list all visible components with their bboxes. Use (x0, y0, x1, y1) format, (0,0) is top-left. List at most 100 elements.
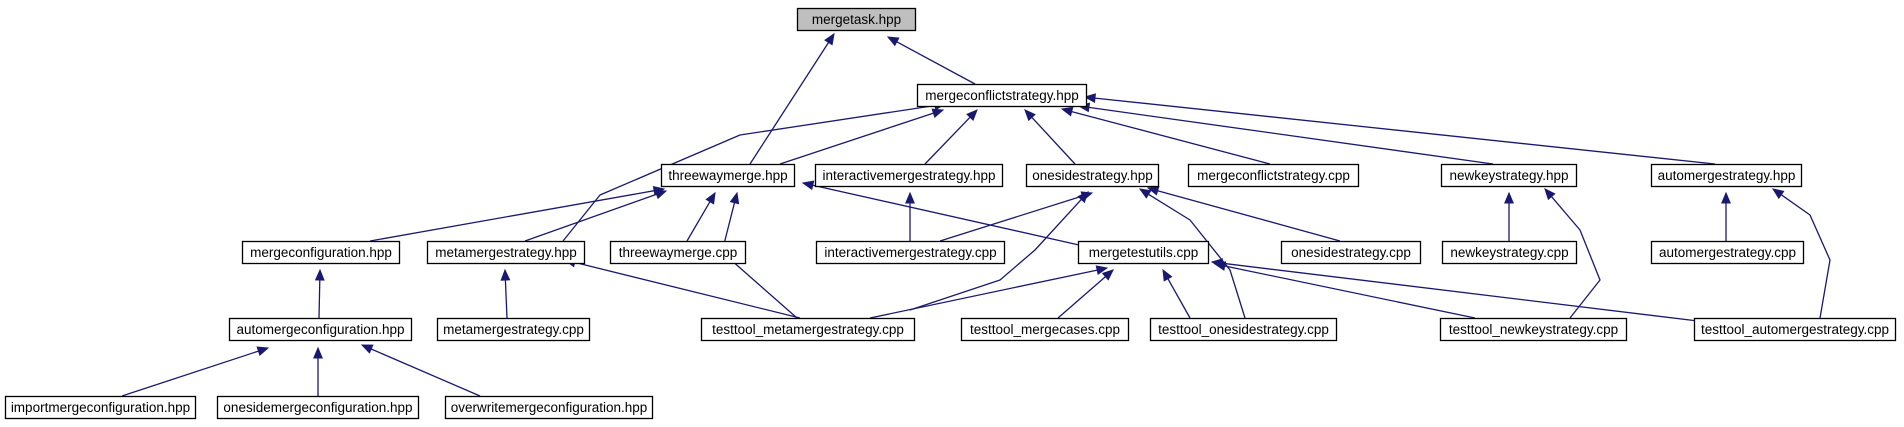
dependency-edge-n24-to-n16 (313, 346, 323, 396)
node-box (960, 317, 1130, 342)
file-node[interactable]: testtool_metamergestrategy.cpp (700, 317, 916, 342)
file-node[interactable]: automergeconfiguration.hpp (228, 317, 413, 342)
dependency-edge-n2-to-n0 (749, 32, 835, 165)
arrowhead-icon (1083, 93, 1096, 103)
edge-line (749, 42, 830, 165)
file-node[interactable]: importmergeconfiguration.hpp (4, 395, 197, 420)
node-box (436, 317, 591, 342)
file-node[interactable]: newkeystrategy.hpp (1440, 163, 1578, 188)
node-box (1439, 317, 1628, 342)
file-node[interactable]: metamergestrategy.cpp (436, 317, 591, 342)
edge-line (1780, 194, 1831, 319)
node-box (444, 395, 654, 420)
arrowhead-icon (1504, 191, 1514, 204)
node-label: interactivemergestrategy.cpp (824, 245, 996, 260)
arrowhead-icon (500, 268, 511, 281)
node-label: metamergestrategy.cpp (443, 322, 584, 337)
node-label: threewaymerge.cpp (619, 245, 738, 260)
node-label: mergeconflictstrategy.hpp (925, 88, 1079, 103)
file-node[interactable]: mergeconflictstrategy.cpp (1187, 163, 1360, 188)
node-box (814, 163, 1004, 188)
node-label: automergestrategy.cpp (1659, 245, 1796, 260)
arrowhead-icon (1138, 188, 1152, 199)
arrowhead-icon (313, 346, 323, 359)
node-label: testtool_metamergestrategy.cpp (712, 322, 904, 337)
file-node[interactable]: interactivemergestrategy.cpp (815, 240, 1006, 265)
node-label: mergetestutils.cpp (1089, 245, 1199, 260)
node-label: newkeystrategy.cpp (1450, 245, 1568, 260)
file-node[interactable]: testtool_mergecases.cpp (960, 317, 1130, 342)
node-label: onesidemergeconfiguration.hpp (223, 400, 412, 415)
file-node[interactable]: metamergestrategy.hpp (426, 240, 586, 265)
edge-line (504, 279, 508, 319)
edge-line (686, 201, 711, 242)
node-box (796, 7, 917, 32)
dependency-edge-n5-to-n1 (1060, 106, 1271, 165)
arrowhead-icon (1162, 268, 1173, 282)
dependency-edge-n17-to-n9 (500, 268, 511, 319)
file-node[interactable]: onesidestrategy.cpp (1280, 240, 1422, 265)
node-label: automergeconfiguration.hpp (236, 322, 404, 337)
edge-line (896, 41, 976, 85)
node-box (1650, 163, 1803, 188)
file-node[interactable]: onesidestrategy.hpp (1025, 163, 1160, 188)
file-node[interactable]: automergestrategy.hpp (1650, 163, 1803, 188)
file-node[interactable]: mergeconfiguration.hpp (241, 240, 401, 265)
edge-line (869, 269, 1098, 319)
node-box (700, 317, 916, 342)
edge-line (524, 193, 657, 242)
arrowhead-icon (1095, 265, 1109, 276)
node-box (1077, 240, 1210, 265)
edge-line (779, 112, 934, 165)
file-node[interactable]: interactivemergestrategy.hpp (814, 163, 1004, 188)
node-box (1280, 240, 1422, 265)
node-box (815, 240, 1006, 265)
edge-line (318, 279, 321, 319)
file-node[interactable]: onesidemergeconfiguration.hpp (216, 395, 420, 420)
arrowhead-icon (654, 189, 668, 200)
file-node[interactable]: mergeconflictstrategy.hpp (916, 83, 1088, 108)
edge-line (370, 348, 481, 397)
edge-line (909, 198, 1082, 311)
file-node[interactable]: overwritemergeconfiguration.hpp (444, 395, 654, 420)
root-node[interactable]: mergetask.hpp (796, 7, 917, 32)
arrowhead-icon (1077, 191, 1089, 204)
file-node[interactable]: automergestrategy.cpp (1650, 240, 1805, 265)
file-node[interactable]: threewaymerge.cpp (609, 240, 747, 265)
file-node[interactable]: newkeystrategy.cpp (1441, 240, 1578, 265)
file-node[interactable]: testtool_newkeystrategy.cpp (1439, 317, 1628, 342)
edge-line (1031, 116, 1076, 165)
dependency-edge-n20-to-n12 (1162, 268, 1191, 319)
arrowhead-icon (729, 191, 740, 205)
arrowhead-icon (1101, 269, 1114, 281)
dependency-edge-n23-to-n16 (121, 346, 270, 397)
arrowhead-icon (931, 108, 945, 118)
node-box (1187, 163, 1360, 188)
dependency-edge-n14-to-n6 (1504, 191, 1514, 241)
arrowhead-icon (314, 268, 325, 281)
file-node[interactable]: testtool_automergestrategy.cpp (1693, 317, 1897, 342)
dependency-edge-n4-to-n1 (1024, 109, 1076, 165)
arrowhead-icon (1771, 188, 1785, 200)
node-box (1025, 163, 1160, 188)
edge-line (1088, 106, 1494, 165)
edge-line (574, 261, 801, 319)
edge-line (1057, 276, 1106, 319)
file-node[interactable]: testtool_onesidestrategy.cpp (1149, 317, 1338, 342)
node-label: testtool_automergestrategy.cpp (1701, 322, 1889, 337)
dependency-edge-n7-to-n1 (1083, 93, 1716, 165)
file-node[interactable]: threewaymerge.hpp (660, 163, 796, 188)
arrowhead-icon (256, 346, 270, 356)
node-label: testtool_newkeystrategy.cpp (1449, 322, 1618, 337)
arrowhead-icon (905, 191, 915, 204)
edge-line (121, 350, 259, 397)
dependency-edge-n9-to-n2 (524, 189, 668, 242)
dependency-edge-n21-to-n6 (1544, 188, 1601, 319)
dependency-edge-n12-to-n2 (801, 180, 1080, 246)
file-node[interactable]: mergetestutils.cpp (1077, 240, 1210, 265)
arrowhead-icon (1024, 109, 1036, 122)
edge-line (924, 116, 971, 165)
node-label: automergestrategy.hpp (1658, 168, 1796, 183)
arrowhead-icon (801, 180, 815, 191)
